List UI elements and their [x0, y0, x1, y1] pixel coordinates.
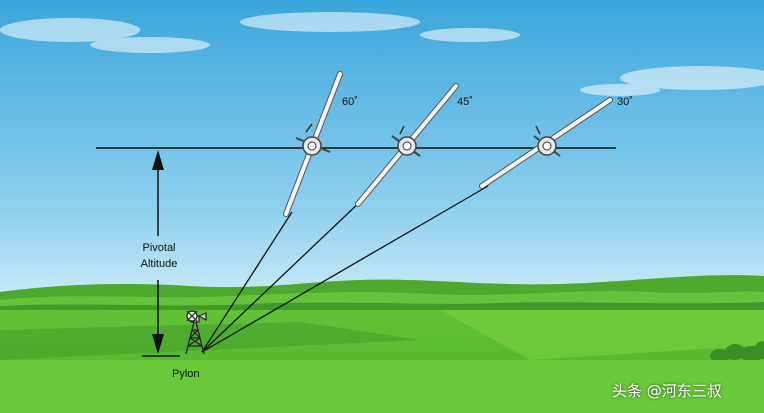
angle-label-30: 30˚: [617, 96, 633, 108]
field-band-dark: [0, 322, 420, 360]
clouds: [0, 12, 764, 96]
angle-label-60: 60˚: [342, 96, 358, 108]
airplane-45: [355, 83, 459, 207]
watermark: 头条 @河东三叔: [612, 382, 722, 400]
airplane-30: [479, 97, 613, 189]
angle-label-45: 45˚: [457, 96, 473, 108]
field-foreground: [0, 360, 764, 413]
altitude-arrow: [152, 150, 164, 354]
sight-lines: [201, 185, 489, 353]
pylon-icon: [185, 310, 207, 355]
pylon-label: Pylon: [172, 368, 200, 380]
pivotal-label-line1: Pivotal: [142, 242, 176, 254]
pivotal-label-line2: Altitude: [140, 258, 178, 270]
bushes: [710, 341, 764, 363]
airplane-60: [283, 71, 343, 217]
field-band-light: [440, 310, 764, 360]
pivotal-altitude-label: Pivotal Altitude: [132, 240, 186, 272]
